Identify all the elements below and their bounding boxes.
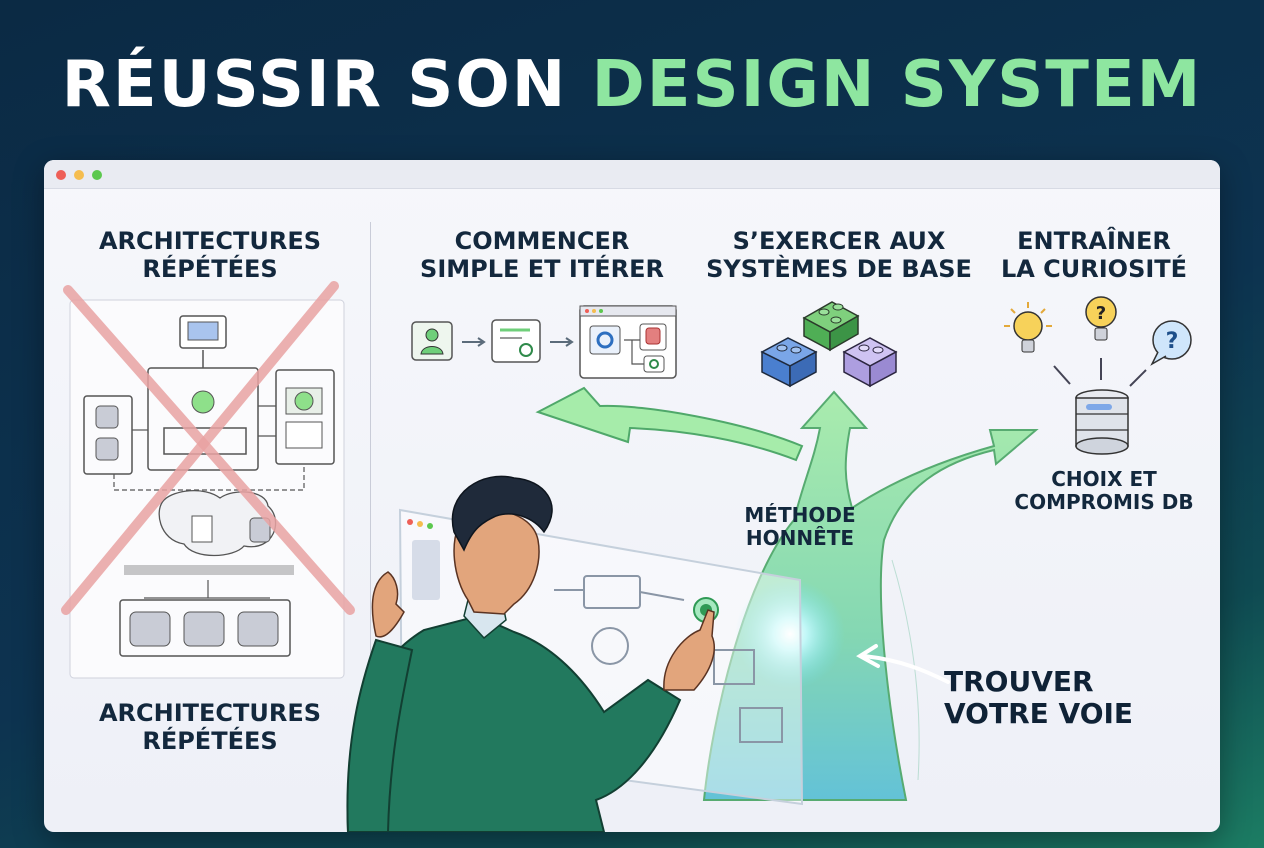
col3-line2: LA CURIOSITÉ bbox=[1000, 254, 1188, 283]
person-illustration bbox=[346, 475, 715, 832]
db-line2: COMPROMIS DB bbox=[1014, 490, 1194, 514]
lightbulb-icon bbox=[1004, 302, 1052, 353]
method-line2: HONNÊTE bbox=[745, 526, 855, 550]
col1-line2: SIMPLE ET ITÉRER bbox=[420, 254, 664, 283]
col1-line1: COMMENCER bbox=[454, 227, 630, 255]
lego-brick-icon bbox=[842, 337, 898, 388]
glow-spark bbox=[735, 579, 845, 689]
left-branch-arrow bbox=[535, 386, 804, 462]
lego-brick-icon bbox=[760, 337, 818, 388]
left-hand bbox=[371, 571, 405, 638]
lego-bricks bbox=[760, 301, 898, 388]
col-curiosity-label: ENTRAÎNER LA CURIOSITÉ bbox=[984, 227, 1204, 283]
title-part-1: RÉUSSIR SON bbox=[61, 48, 592, 122]
close-dot-icon[interactable] bbox=[56, 170, 66, 180]
database-icon bbox=[183, 611, 225, 647]
col2-line1: S’EXERCER AUX bbox=[732, 227, 946, 255]
minimize-dot-icon[interactable] bbox=[74, 170, 84, 180]
hand-pointer-icon bbox=[663, 609, 715, 691]
app-window: ARCHITECTURES RÉPÉTÉES ARCHITECTURES RÉP… bbox=[44, 160, 1220, 832]
curiosity-icons: ? ? bbox=[1004, 296, 1192, 455]
question-bubble-icon: ? bbox=[1150, 320, 1192, 366]
left-bottom-label-line2: RÉPÉTÉES bbox=[142, 726, 278, 755]
database-icon bbox=[129, 611, 171, 647]
page-title: RÉUSSIR SON DESIGN SYSTEM bbox=[0, 48, 1264, 122]
left-bottom-label-line1: ARCHITECTURES bbox=[98, 699, 322, 727]
db-tradeoffs-label: CHOIX ET COMPROMIS DB bbox=[1004, 468, 1204, 514]
left-top-label: ARCHITECTURES RÉPÉTÉES bbox=[64, 227, 356, 283]
path-tree bbox=[535, 386, 1039, 801]
column-divider bbox=[370, 222, 371, 792]
left-bottom-label: ARCHITECTURES RÉPÉTÉES bbox=[64, 699, 356, 755]
tree-trunk bbox=[702, 390, 1039, 801]
database-icon bbox=[1075, 389, 1129, 455]
col2-line2: SYSTÈMES DE BASE bbox=[706, 254, 972, 283]
db-line1: CHOIX ET bbox=[1051, 467, 1157, 491]
title-part-2: DESIGN SYSTEM bbox=[591, 48, 1203, 122]
col3-line1: ENTRAÎNER bbox=[1017, 227, 1171, 255]
path-line2: VOTRE VOIE bbox=[944, 697, 1134, 731]
col-practice-label: S’EXERCER AUX SYSTÈMES DE BASE bbox=[694, 227, 984, 283]
database-icon bbox=[237, 611, 279, 647]
maximize-dot-icon[interactable] bbox=[92, 170, 102, 180]
window-titlebar bbox=[44, 160, 1220, 189]
svg-text:?: ? bbox=[1166, 329, 1179, 354]
left-top-label-line2: RÉPÉTÉES bbox=[142, 254, 278, 283]
document-gear-icon bbox=[491, 319, 541, 363]
left-top-label-line1: ARCHITECTURES bbox=[98, 227, 322, 255]
cross-line bbox=[63, 285, 355, 615]
svg-text:?: ? bbox=[1096, 303, 1106, 324]
person-hair bbox=[451, 475, 553, 552]
method-line1: MÉTHODE bbox=[744, 503, 856, 527]
question-icon: ? bbox=[1085, 296, 1117, 341]
method-label: MÉTHODE HONNÊTE bbox=[720, 504, 880, 550]
repeated-architecture-diagram bbox=[61, 281, 355, 679]
database-icon bbox=[95, 405, 119, 429]
simple-iterate-flow bbox=[411, 305, 677, 379]
gear-icon bbox=[589, 325, 621, 355]
col-start-simple-label: COMMENCER SIMPLE ET ITÉRER bbox=[400, 227, 684, 283]
illustration: ? ? bbox=[61, 281, 1192, 832]
path-line1: TROUVER bbox=[944, 665, 1094, 698]
node-circle-icon bbox=[191, 390, 215, 414]
find-your-path-label: TROUVER VOTRE VOIE bbox=[944, 665, 1164, 731]
lego-brick-icon bbox=[802, 301, 860, 352]
database-icon bbox=[95, 437, 119, 461]
cross-line bbox=[61, 281, 339, 615]
